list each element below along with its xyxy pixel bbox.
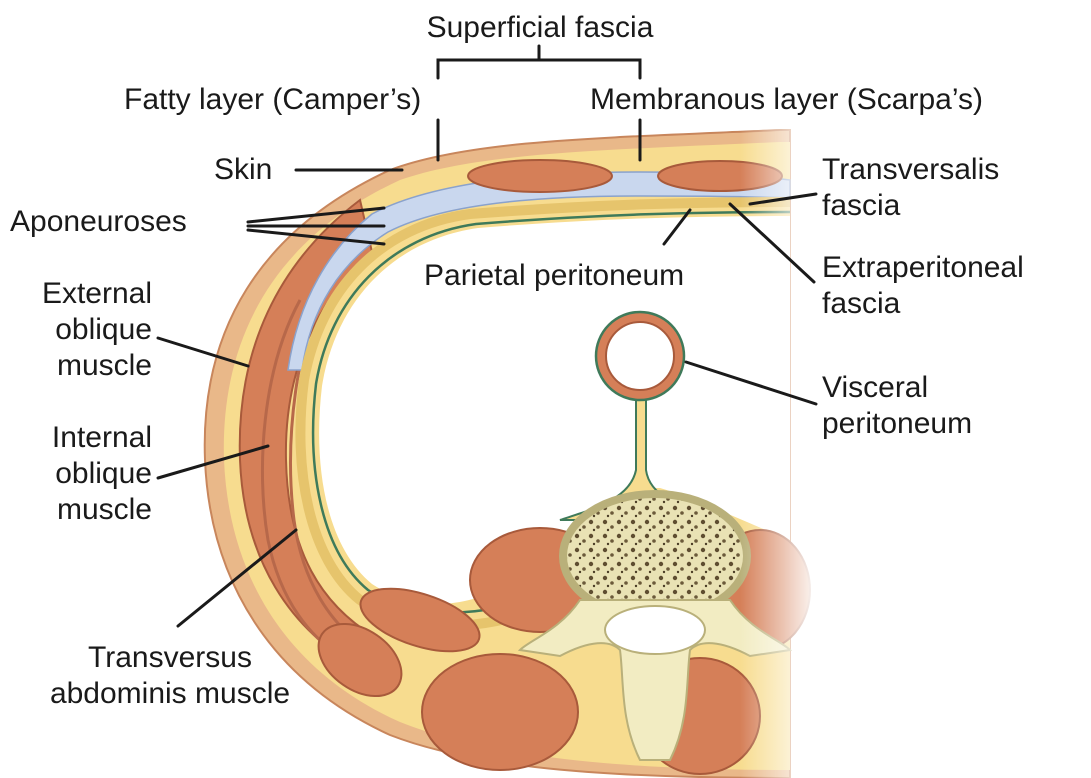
external-oblique-line-1: External [2, 276, 152, 312]
extraperitoneal-fascia-line-1: Extraperitoneal [822, 250, 1024, 286]
external-oblique-line-3: muscle [2, 348, 152, 384]
transversalis-fascia-label: Transversalis fascia [822, 152, 999, 224]
external-oblique-label: External oblique muscle [2, 276, 152, 384]
external-oblique-line-2: oblique [2, 312, 152, 348]
transversus-abdominis-line-2: abdominis muscle [10, 676, 330, 712]
transversus-abdominis-label: Transversus abdominis muscle [10, 640, 330, 712]
internal-oblique-label: Internal oblique muscle [2, 420, 152, 528]
internal-oblique-line-1: Internal [2, 420, 152, 456]
spinal-canal [605, 606, 705, 654]
intestine-lumen [606, 322, 674, 390]
visceral-peritoneum-label: Visceral peritoneum [822, 370, 972, 442]
transversus-abdominis-line-1: Transversus [10, 640, 330, 676]
skin-label: Skin [214, 152, 272, 188]
rectus-muscle-left [468, 160, 612, 192]
transversalis-fascia-line-2: fascia [822, 188, 999, 224]
extraperitoneal-fascia-line-2: fascia [822, 286, 1024, 322]
fatty-layer-label: Fatty layer (Camper’s) [124, 82, 421, 118]
extraperitoneal-fascia-label: Extraperitoneal fascia [822, 250, 1024, 322]
internal-oblique-line-2: oblique [2, 456, 152, 492]
right-fade [740, 120, 820, 778]
internal-oblique-line-3: muscle [2, 492, 152, 528]
superficial-fascia-label: Superficial fascia [390, 10, 690, 46]
visceral-peritoneum-line-1: Visceral [822, 370, 972, 406]
visceral-peritoneum-line-2: peritoneum [822, 406, 972, 442]
erector-spinae-left [422, 654, 578, 770]
parietal-peritoneum-label: Parietal peritoneum [424, 258, 684, 294]
aponeuroses-label: Aponeuroses [10, 204, 187, 240]
superficial-fascia-bracket [438, 46, 640, 78]
membranous-layer-label: Membranous layer (Scarpa’s) [590, 82, 983, 118]
transversalis-fascia-line-1: Transversalis [822, 152, 999, 188]
